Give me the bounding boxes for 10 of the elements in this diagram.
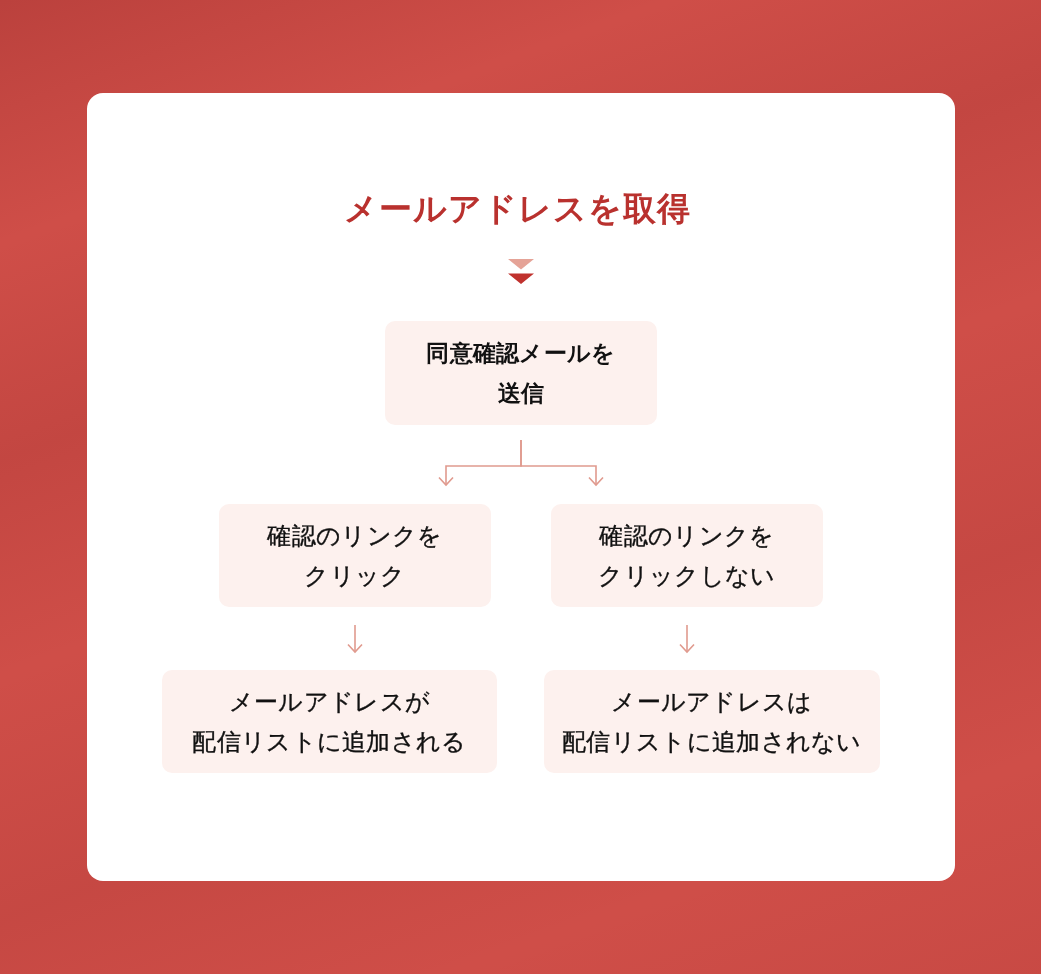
- process-box: メールアドレスが配信リストに追加される: [162, 670, 497, 773]
- process-box: 同意確認メールを送信: [385, 321, 657, 425]
- chevron-arrow: [508, 259, 534, 284]
- heading-text: メールアドレスを取得: [343, 190, 691, 228]
- arrow: [520, 439, 604, 486]
- arrow: [679, 624, 695, 653]
- process-box: メールアドレスは配信リストに追加されない: [544, 670, 880, 773]
- process-box: 確認のリンクをクリックしない: [551, 504, 823, 607]
- process-box: 確認のリンクをクリック: [219, 504, 491, 607]
- arrow: [347, 624, 363, 653]
